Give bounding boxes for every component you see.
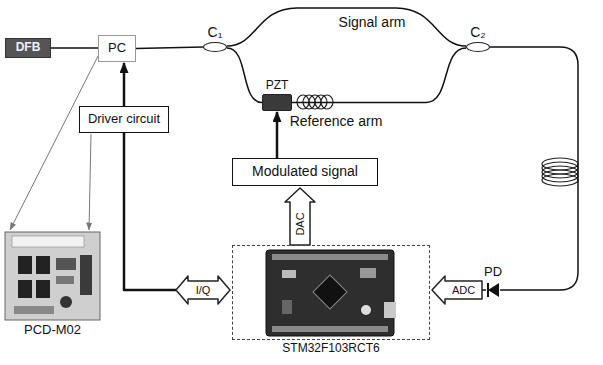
mcu-board-picture-part [313,275,347,309]
box-text: Modulated signal [252,164,358,179]
mcu-board-picture-part [361,305,371,315]
mcu-board-picture-part [272,254,388,260]
connector [10,56,98,230]
node-label: PCD-M02 [24,323,81,337]
connector [51,48,98,49]
node-label: C₂ [470,25,486,40]
connector [227,48,262,103]
fiber-spool [542,158,578,186]
connector-line [124,133,176,290]
mcu-board-picture [266,250,396,336]
edge-label: I/Q [196,284,211,296]
connector [432,276,486,304]
connector [124,133,230,304]
photodiode: PD [486,282,500,298]
controller-photo: PCD-M02 [5,232,100,320]
mcu-board-picture-part [282,300,292,314]
controller-board-picture-part [5,232,100,320]
connector [136,47,203,49]
controller-board-picture-part [56,258,76,270]
connector-line [123,63,126,106]
mcu-board-picture-part [384,302,396,318]
diode-symbol [486,282,500,298]
mcu-board-picture-part [272,326,388,332]
box-text: Driver circuit [88,112,160,126]
controller-board-picture-part [56,276,74,284]
pzt-box: PZT [262,94,292,111]
node-label: C₁ [208,25,223,40]
diode-triangle [488,283,499,297]
controller-board-picture-part [80,255,92,295]
mcu-board-picture-part [266,250,394,336]
connector [89,134,91,230]
driver-box: Driver circuit [79,106,169,133]
connector-line [490,47,578,290]
connector [277,112,278,158]
connector-line [51,47,98,49]
controller-board-picture-part [36,256,50,274]
connector [124,63,125,106]
connector-line [227,48,262,103]
fiber-spool-part [542,174,578,186]
edge-label: Signal arm [337,15,408,30]
connector-line [276,112,279,158]
controller-board-picture [5,232,100,320]
connector-line [227,8,466,46]
coupler-ellipse: C₂ [466,42,490,52]
connector-line [136,47,203,49]
mcu-board-frame: STM32F103RCT6 [232,245,430,340]
connector [490,47,578,290]
block-arrow [432,276,482,304]
box-text: PC [108,41,126,55]
edge-label: Reference arm [288,114,385,129]
controller-board-picture-part [14,306,54,314]
coupler-ellipse: C₁ [203,42,227,52]
controller-board-picture-part [12,236,84,247]
node-label: PD [484,265,502,279]
controller-board-picture-part [18,256,32,274]
controller-board-picture-part [36,280,50,298]
connector-line [292,48,466,103]
connector [292,48,466,103]
laser-box: DFB [5,38,51,58]
controller-board-picture-part [60,296,72,308]
diode-bar [487,283,489,297]
node-label: STM32F103RCT6 [282,342,379,355]
block-arrow [285,188,315,245]
connector [227,8,466,46]
connector [285,188,315,245]
box-text: DFB [16,41,41,54]
connector-line [10,56,98,230]
mcu-board-picture-part [282,270,296,278]
edge-label: ADC [452,284,475,296]
controller-board-picture-part [18,280,32,298]
block-arrow [176,276,230,304]
connector-line [89,134,91,230]
node-label: PZT [266,79,289,92]
modulation-box: Modulated signal [232,158,378,186]
mcu-board-picture-part [360,268,376,278]
polarization-controller-box: PC [98,35,136,62]
edge-label: DAC [294,212,306,235]
